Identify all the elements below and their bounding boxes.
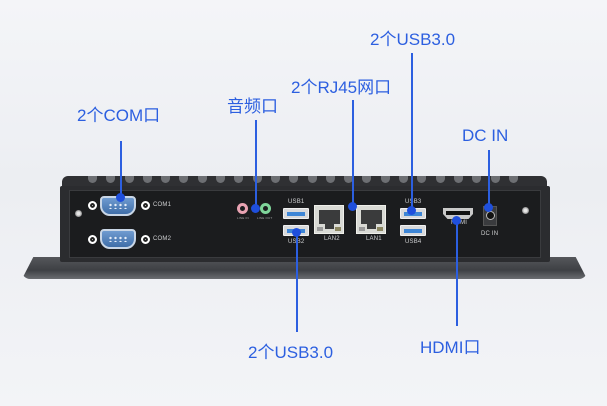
usb-top-callout: 2个USB3.0 xyxy=(370,30,456,49)
hdmi-port xyxy=(443,208,473,219)
screw-icon xyxy=(75,210,82,217)
standoff-icon xyxy=(141,235,150,244)
standoff-icon xyxy=(141,201,150,210)
callout-dot xyxy=(116,193,125,202)
lan1-port xyxy=(356,205,386,234)
dc-in-callout: DC IN xyxy=(462,126,509,145)
callout-dot xyxy=(452,216,461,225)
line-in-jack xyxy=(237,203,248,214)
heatsink-fins xyxy=(88,176,518,184)
usb4-port xyxy=(400,225,426,236)
rj45-callout: 2个RJ45网口 xyxy=(291,78,392,97)
callout-line xyxy=(120,141,122,199)
usb3-label: USB3 xyxy=(405,199,422,205)
screw-icon xyxy=(522,207,529,214)
callout-line xyxy=(296,232,298,332)
lan2-port xyxy=(314,205,344,234)
usb1-label: USB1 xyxy=(288,199,305,205)
callout-dot xyxy=(348,202,357,211)
callout-dot xyxy=(251,204,260,213)
com-callout: 2个COM口 xyxy=(77,106,161,125)
standoff-icon xyxy=(88,235,97,244)
front-bezel xyxy=(22,257,587,279)
usb4-label: USB4 xyxy=(405,239,422,245)
usb1-port xyxy=(283,208,309,219)
callout-line xyxy=(411,53,413,210)
lan1-label: LAN1 xyxy=(366,236,382,242)
callout-dot xyxy=(292,228,301,237)
com1-port xyxy=(100,196,136,216)
io-panel xyxy=(69,190,541,258)
callout-dot xyxy=(484,203,493,212)
line-out-jack xyxy=(260,203,271,214)
com2-label: COM2 xyxy=(153,236,172,242)
callout-dot xyxy=(407,206,416,215)
com1-label: COM1 xyxy=(153,202,172,208)
line-out-label: LINE OUT xyxy=(257,216,273,220)
usb-bottom-callout: 2个USB3.0 xyxy=(248,343,334,362)
com2-port xyxy=(100,229,136,249)
callout-line xyxy=(352,100,354,207)
hdmi-callout: HDMI口 xyxy=(420,338,481,357)
callout-line xyxy=(456,220,458,326)
standoff-icon xyxy=(88,201,97,210)
lan2-label: LAN2 xyxy=(324,236,340,242)
line-in-label: LINE IN xyxy=(237,216,249,220)
dc-in-label: DC IN xyxy=(481,231,499,237)
callout-line xyxy=(488,150,490,208)
callout-line xyxy=(255,120,257,207)
audio-callout: 音频口 xyxy=(227,97,278,116)
